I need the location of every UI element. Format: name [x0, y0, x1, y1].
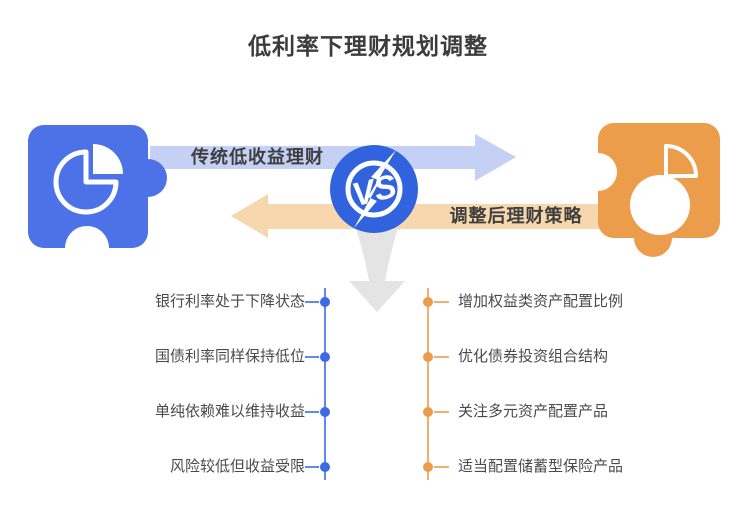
down-arrow-icon — [349, 228, 405, 312]
bottom-arrow-label: 调整后理财策略 — [449, 206, 583, 226]
list-item: 银行利率处于下降状态 — [154, 293, 305, 310]
list-item: 增加权益类资产配置比例 — [458, 293, 624, 310]
list-item: 国债利率同样保持低位 — [154, 348, 305, 365]
list-item: 风险较低但收益受限 — [169, 458, 305, 475]
page-title: 低利率下理财规划调整 — [248, 33, 488, 59]
adjusted-connector-line — [423, 288, 449, 480]
list-item: 关注多元资产配置产品 — [458, 403, 609, 420]
pie-chart-puzzle-piece-icon-left — [28, 125, 167, 270]
list-item: 适当配置储蓄型保险产品 — [458, 458, 624, 475]
top-arrow-label: 传统低收益理财 — [191, 147, 324, 167]
pie-chart-puzzle-piece-icon-right — [579, 123, 720, 257]
list-item: 优化债券投资组合结构 — [458, 348, 609, 365]
traditional-connector-line — [305, 288, 330, 480]
list-item: 单纯依赖难以维持收益 — [154, 403, 305, 420]
vs-lightning-badge-icon: VS — [330, 145, 418, 233]
left-pointing-arrow-shape — [231, 194, 600, 238]
right-pointing-arrow-shape — [150, 134, 516, 181]
